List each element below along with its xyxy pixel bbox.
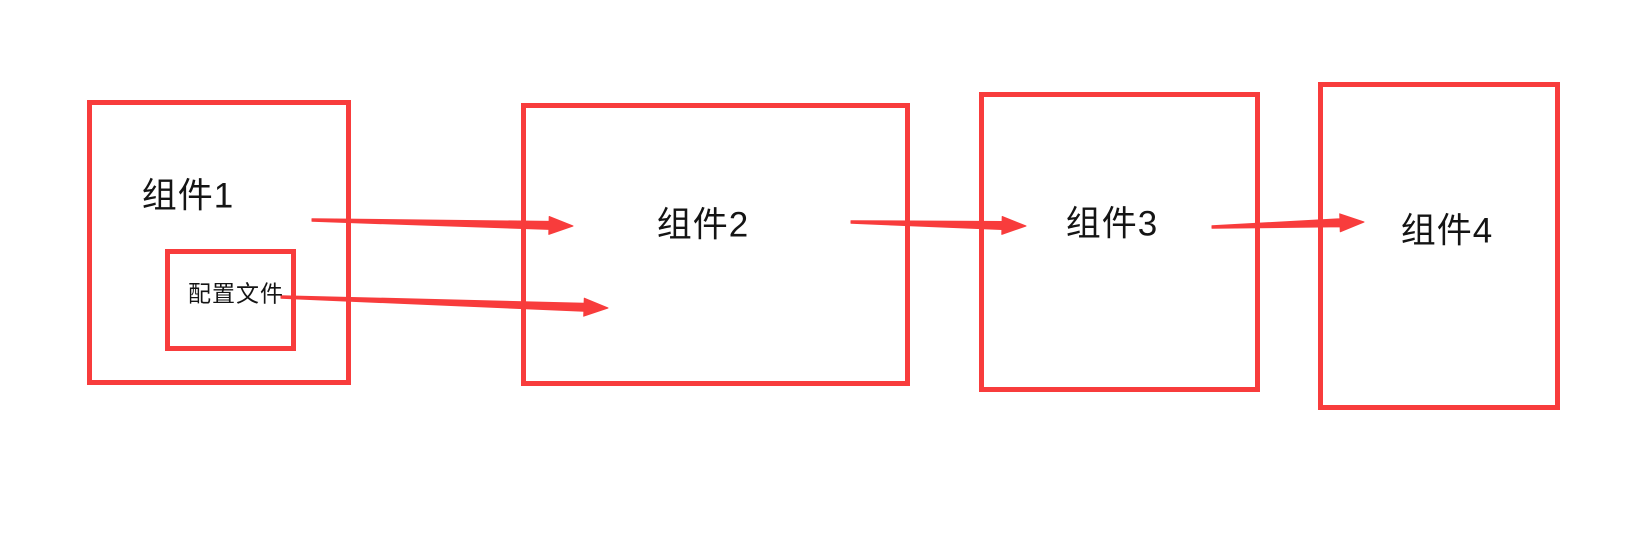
label-component-3: 组件3 xyxy=(1065,204,1159,244)
box-component-4 xyxy=(1318,82,1560,410)
box-config-file xyxy=(165,249,296,351)
box-component-2 xyxy=(521,103,910,386)
label-config-file: 配置文件 xyxy=(188,280,284,307)
box-component-1 xyxy=(87,100,351,385)
box-component-3 xyxy=(979,92,1260,392)
label-component-1: 组件1 xyxy=(141,176,235,216)
label-component-4: 组件4 xyxy=(1400,211,1494,251)
label-component-2: 组件2 xyxy=(656,205,750,245)
